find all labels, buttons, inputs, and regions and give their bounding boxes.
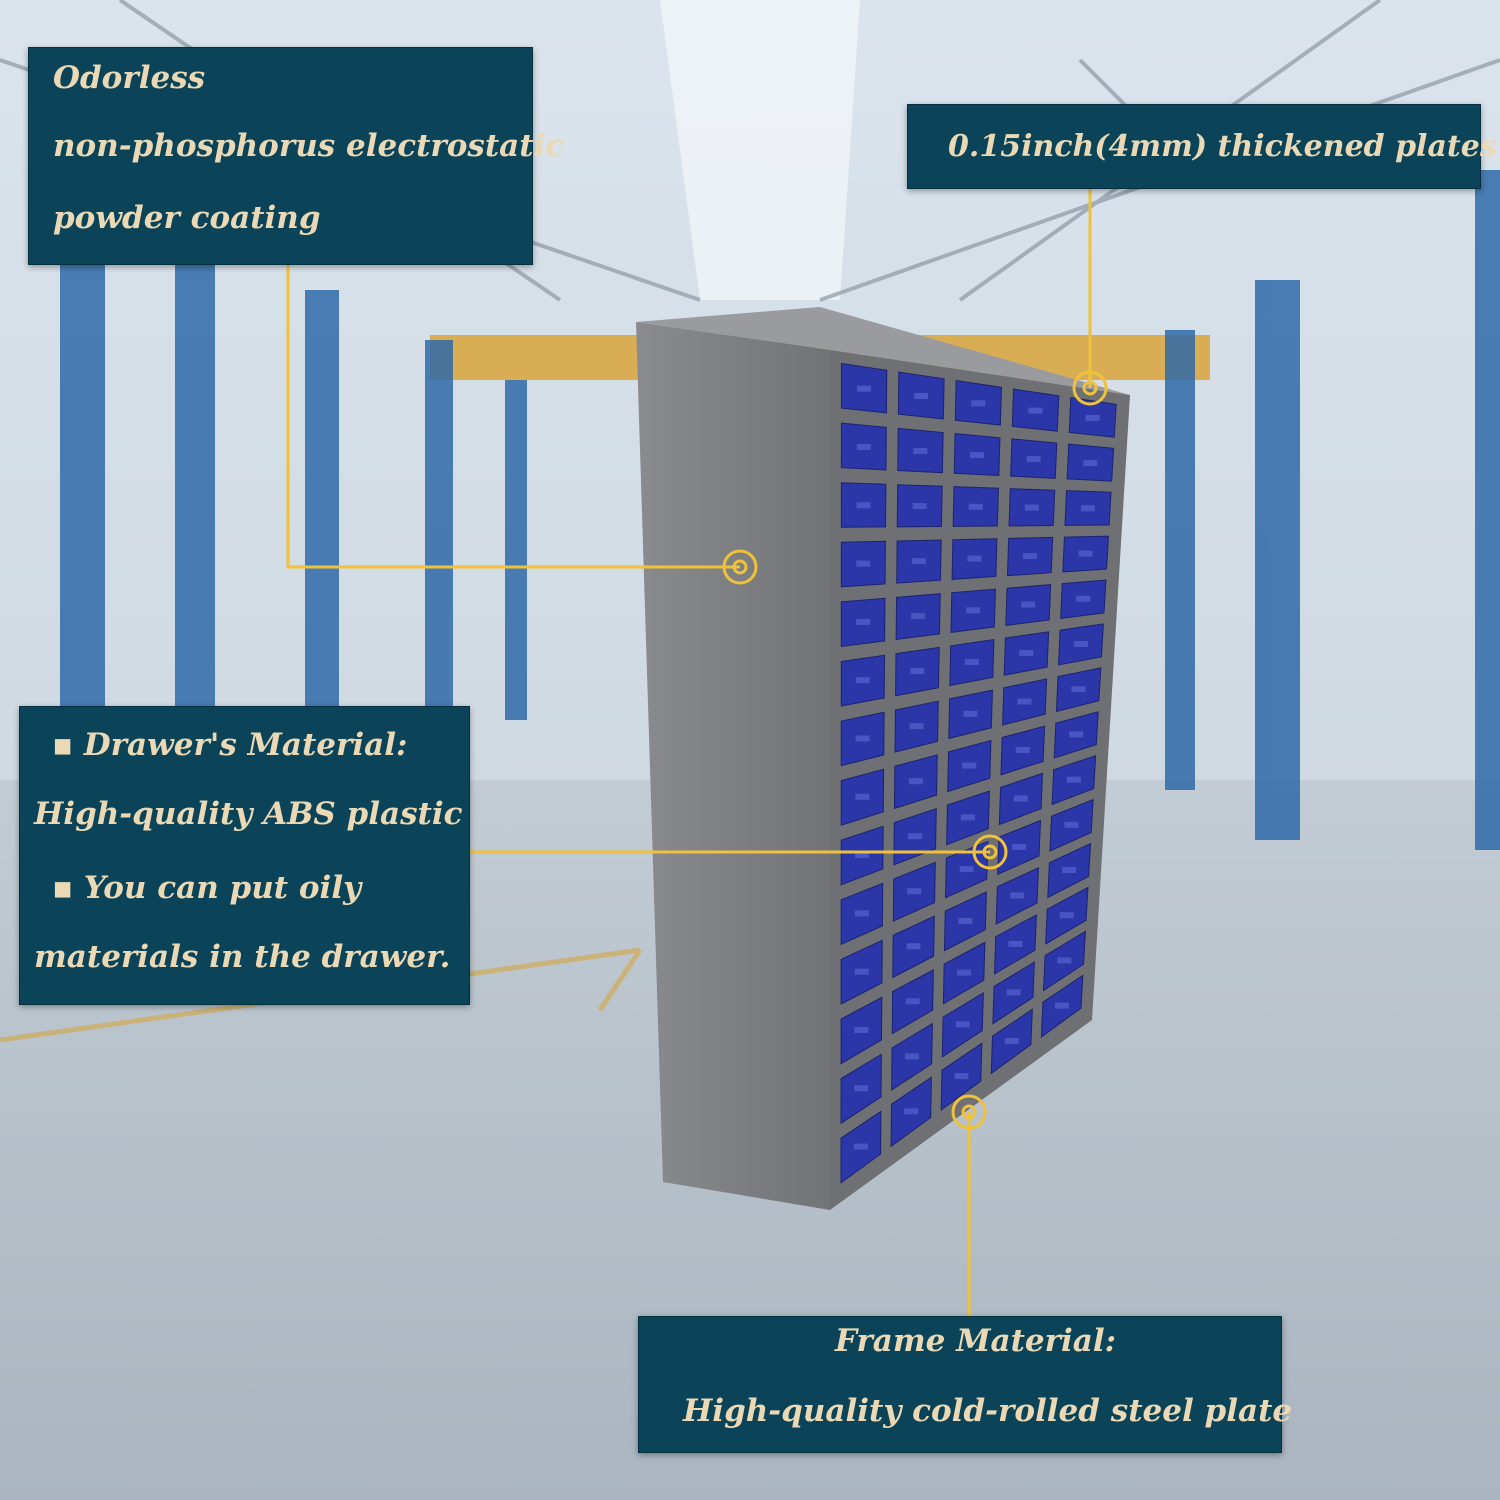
drawer-handle bbox=[1064, 821, 1079, 828]
drawer-handle bbox=[856, 560, 871, 567]
drawer-line-2: High-quality ABS plastic bbox=[34, 796, 463, 832]
drawer-handle bbox=[1008, 940, 1023, 947]
drawer-handle bbox=[1071, 686, 1086, 693]
drawer-line-1: ▪ Drawer's Material: bbox=[52, 727, 408, 763]
drawer-handle bbox=[854, 968, 869, 975]
drawer-handle bbox=[857, 385, 872, 392]
drawer-line-4: materials in the drawer. bbox=[34, 939, 451, 975]
drawer-handle bbox=[913, 448, 928, 455]
drawer-handle bbox=[1010, 892, 1025, 899]
drawer-handle bbox=[1017, 698, 1032, 705]
drawer-handle bbox=[960, 814, 975, 821]
drawer-handle bbox=[1076, 595, 1091, 602]
drawer-handle bbox=[1026, 456, 1041, 463]
frame-material-callout: Frame Material: High-quality cold-rolled… bbox=[638, 1316, 1292, 1453]
drawer-handle bbox=[1019, 650, 1034, 657]
drawer-handle bbox=[1073, 640, 1088, 647]
drawer-handle bbox=[908, 833, 923, 840]
drawer-handle bbox=[1062, 867, 1077, 874]
drawer-handle bbox=[1059, 912, 1074, 919]
drawer-handle bbox=[854, 910, 869, 917]
drawer-handle bbox=[954, 1073, 969, 1080]
drawer-handle bbox=[959, 866, 974, 873]
coating-line-1: Odorless bbox=[53, 60, 206, 96]
drawer-handle bbox=[1012, 843, 1027, 850]
drawer-handle bbox=[1024, 504, 1039, 511]
cabinet-side-panel bbox=[636, 322, 830, 1210]
drawer-handle bbox=[912, 503, 927, 510]
drawer-handle bbox=[1055, 1002, 1070, 1009]
coating-callout: Odorless non-phosphorus electrostatic po… bbox=[28, 47, 564, 265]
drawer-handle bbox=[964, 659, 979, 666]
drawer-handle bbox=[911, 613, 926, 620]
drawer-handle bbox=[957, 969, 972, 976]
target-markers bbox=[722, 370, 1108, 1130]
drawer-handle bbox=[966, 607, 981, 614]
drawer-handle bbox=[1004, 1037, 1019, 1044]
drawer-handle bbox=[910, 668, 925, 675]
drawer-handle bbox=[1013, 795, 1028, 802]
drawer-handle bbox=[856, 444, 871, 451]
drawer-handle bbox=[909, 723, 924, 730]
drawer-handle bbox=[905, 998, 920, 1005]
drawer-handle bbox=[967, 555, 982, 562]
drawer-handle bbox=[1023, 553, 1038, 560]
drawer-handle bbox=[1085, 414, 1100, 421]
drawer-handle bbox=[958, 917, 973, 924]
frame-line-2: High-quality cold-rolled steel plate bbox=[683, 1393, 1293, 1429]
cabinet-top bbox=[636, 307, 1130, 395]
drawer-handle bbox=[856, 502, 871, 509]
drawer-handle bbox=[855, 793, 870, 800]
drawer-handle bbox=[1057, 957, 1072, 964]
coating-line-3: powder coating bbox=[53, 200, 321, 236]
drawer-handle bbox=[904, 1108, 919, 1115]
coating-line-2: non-phosphorus electrostatic bbox=[53, 128, 565, 164]
storage-cabinet bbox=[636, 307, 1130, 1210]
drawer-handle bbox=[970, 452, 985, 459]
drawer-handle bbox=[968, 503, 983, 510]
drawer-handle bbox=[906, 943, 921, 950]
drawer-handle bbox=[1080, 505, 1095, 512]
drawer-handle bbox=[1078, 550, 1093, 557]
drawer-handle bbox=[855, 852, 870, 859]
drawer-handle bbox=[854, 1085, 869, 1092]
drawer-handle bbox=[1069, 731, 1084, 738]
drawer-material-callout: ▪ Drawer's Material: High-quality ABS pl… bbox=[19, 706, 470, 1005]
drawer-handle bbox=[904, 1053, 919, 1060]
drawer-handle bbox=[907, 888, 922, 895]
skylight bbox=[660, 0, 860, 300]
drawer-handle bbox=[1066, 776, 1081, 783]
drawer-handle bbox=[1015, 746, 1030, 753]
drawer-handle bbox=[1028, 407, 1043, 414]
drawer-handle bbox=[855, 735, 870, 742]
drawer-grid bbox=[840, 362, 1117, 1184]
drawer-handle bbox=[1083, 460, 1098, 467]
drawer-handle bbox=[971, 400, 986, 407]
drawer-handle bbox=[963, 710, 978, 717]
drawer-handle bbox=[855, 677, 870, 684]
leader-lines bbox=[286, 189, 1092, 1316]
drawer-handle bbox=[853, 1143, 868, 1150]
drawer-handle bbox=[1006, 989, 1021, 996]
drawer-handle bbox=[914, 393, 929, 400]
drawer-handle bbox=[856, 618, 871, 625]
plates-callout: 0.15inch(4mm) thickened plates bbox=[907, 104, 1497, 189]
frame-line-1: Frame Material: bbox=[835, 1323, 1117, 1359]
plates-line-1: 0.15inch(4mm) thickened plates bbox=[948, 129, 1497, 164]
drawer-handle bbox=[854, 1026, 869, 1033]
drawer-handle bbox=[1021, 601, 1036, 608]
drawer-handle bbox=[955, 1021, 970, 1028]
drawer-handle bbox=[911, 558, 926, 565]
drawer-line-3: ▪ You can put oily bbox=[52, 870, 362, 906]
drawer-handle bbox=[908, 778, 923, 785]
drawer-handle bbox=[962, 762, 977, 769]
